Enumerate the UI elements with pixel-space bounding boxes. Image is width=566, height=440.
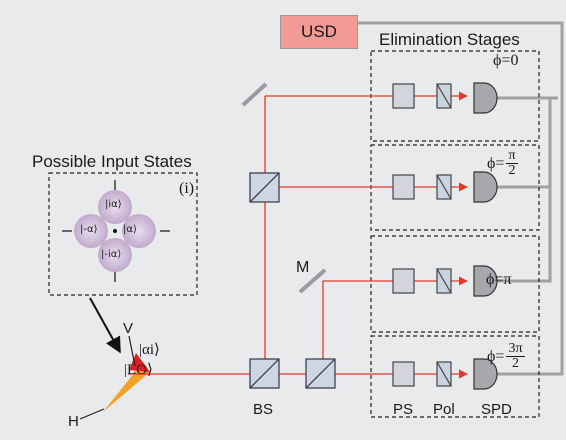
stage-box-3 bbox=[370, 335, 540, 418]
phase-shifters bbox=[392, 83, 415, 387]
inset-pointer-arrow bbox=[89, 297, 121, 354]
detector-2 bbox=[473, 265, 498, 297]
signal-cone bbox=[129, 353, 150, 372]
phase-prefix: ϕ= bbox=[487, 154, 505, 172]
local-oscillator-label: |LO⟩ bbox=[124, 362, 153, 378]
phase-prefix: ϕ= bbox=[486, 271, 504, 288]
elimination-stages-title: Elimination Stages bbox=[379, 30, 520, 49]
single-photon-detectors bbox=[473, 82, 498, 390]
detector-0 bbox=[473, 82, 498, 114]
detector-1 bbox=[473, 171, 498, 203]
phase-prefix: ϕ= bbox=[493, 52, 511, 69]
polarizer-label: Pol bbox=[433, 401, 455, 418]
phase-numerator: π bbox=[506, 148, 518, 164]
detector-label: SPD bbox=[481, 401, 512, 418]
origin-dot bbox=[113, 229, 117, 233]
beam-splitter-label: BS bbox=[253, 401, 274, 418]
state-label-i-alpha: |iα⟩ bbox=[105, 199, 122, 210]
state-blob-minus-alpha bbox=[74, 214, 108, 248]
mirror-label: M bbox=[296, 259, 310, 276]
beam-splitters bbox=[249, 172, 336, 389]
state-label-minus-alpha: |-α⟩ bbox=[80, 224, 98, 235]
inset-label: (i) bbox=[179, 180, 195, 197]
phase-value: 0 bbox=[510, 52, 519, 69]
v-axis bbox=[128, 335, 136, 367]
phase-prefix: ϕ= bbox=[487, 347, 505, 365]
state-blob-i-alpha bbox=[98, 190, 132, 224]
phase-numerator: 3π bbox=[506, 341, 525, 357]
phase-label-2: ϕ=π bbox=[486, 271, 512, 289]
polarizers bbox=[436, 83, 452, 387]
detector-3 bbox=[473, 358, 498, 390]
coherent-state-blobs bbox=[74, 190, 156, 272]
state-label-alpha: |α⟩ bbox=[123, 224, 137, 235]
vertical-label: V bbox=[123, 320, 134, 337]
detector-wires bbox=[356, 21, 564, 376]
usd-label: USD bbox=[301, 22, 337, 41]
state-label-minus-i-alpha: |-iα⟩ bbox=[101, 249, 122, 260]
phase-label-0: ϕ=0 bbox=[493, 52, 518, 70]
signal-state-label: |αi⟩ bbox=[139, 342, 160, 358]
phase-space-axes bbox=[62, 180, 170, 282]
state-blob-minus-i-alpha bbox=[98, 238, 132, 272]
stage-box-2 bbox=[370, 235, 540, 333]
horizontal-label: H bbox=[68, 413, 79, 430]
phase-denominator: 2 bbox=[511, 356, 519, 371]
state-blob-alpha bbox=[122, 214, 156, 248]
phase-value: π bbox=[503, 271, 512, 288]
possible-input-states-title: Possible Input States bbox=[32, 152, 192, 171]
input-states-inset bbox=[48, 172, 198, 296]
mirror-top bbox=[241, 82, 268, 107]
phase-denominator: 2 bbox=[508, 163, 516, 178]
mirror-m bbox=[298, 268, 327, 294]
usd-box: USD bbox=[280, 15, 358, 49]
h-axis bbox=[79, 408, 105, 420]
phase-shifter-label: PS bbox=[393, 401, 414, 418]
